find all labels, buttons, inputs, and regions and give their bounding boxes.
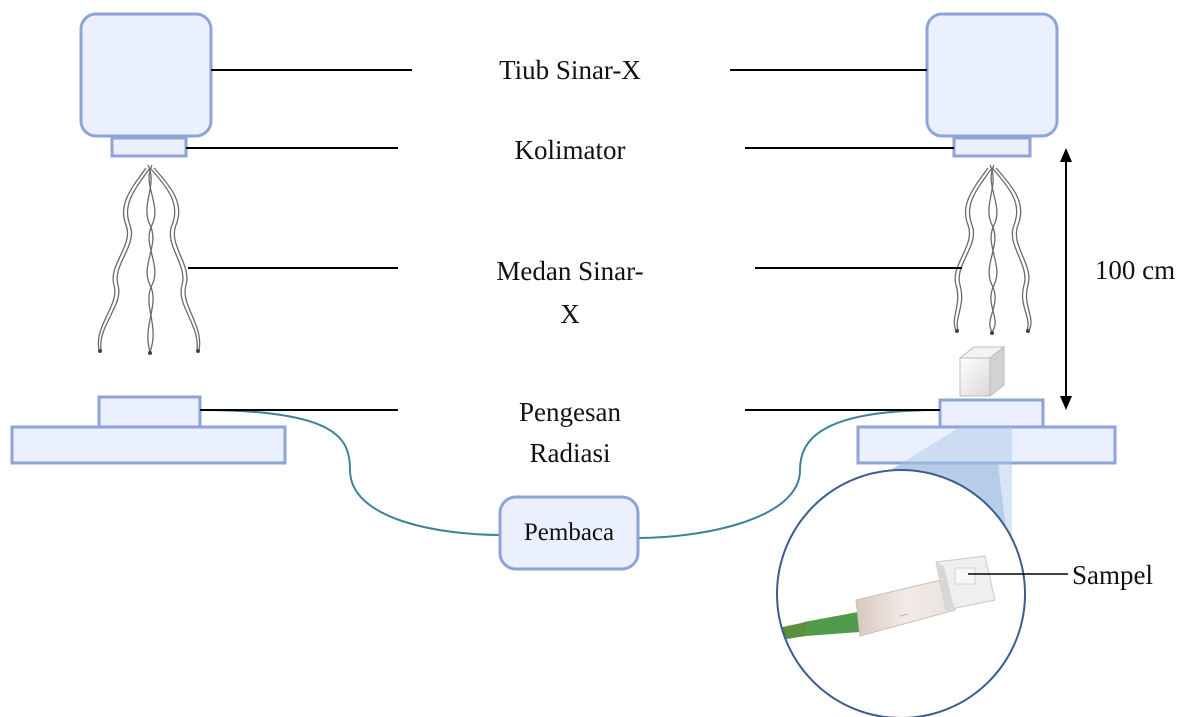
detector-right [938,398,1045,429]
cable-left [199,409,503,536]
label-distance: 100 cm [1094,255,1176,285]
distance-arrow [1060,148,1072,410]
table-right [856,425,1117,465]
label-xray-field-line2: X [560,299,580,329]
label-detector-line1: Pengesan [519,397,621,427]
collimator-right [952,136,1032,158]
xray-beam-right [953,164,1032,333]
reader-box [498,495,640,571]
xray-beam-left [97,164,201,353]
label-xray-field-line1: Medan Sinar- [496,256,644,286]
detector-probe-photo [778,555,996,640]
inset-circle [776,469,1026,717]
label-collimator: Kolimator [514,135,626,165]
cable-right [637,409,941,539]
xray-tube-right [925,12,1059,138]
label-sample: Sampel [1072,560,1153,590]
detector-left [97,395,202,429]
xray-tube-left [79,12,213,138]
beam-arrowheads-right [955,329,1030,335]
beam-arrowheads-left [98,349,200,355]
label-detector-line2: Radiasi [529,438,611,468]
label-reader: Pembaca [523,519,615,546]
collimator-left [110,136,188,158]
table-left [10,425,287,465]
label-xray-tube: Tiub Sinar-X [499,55,641,85]
sample-cube [958,345,1006,398]
leader-lines [186,69,1068,575]
